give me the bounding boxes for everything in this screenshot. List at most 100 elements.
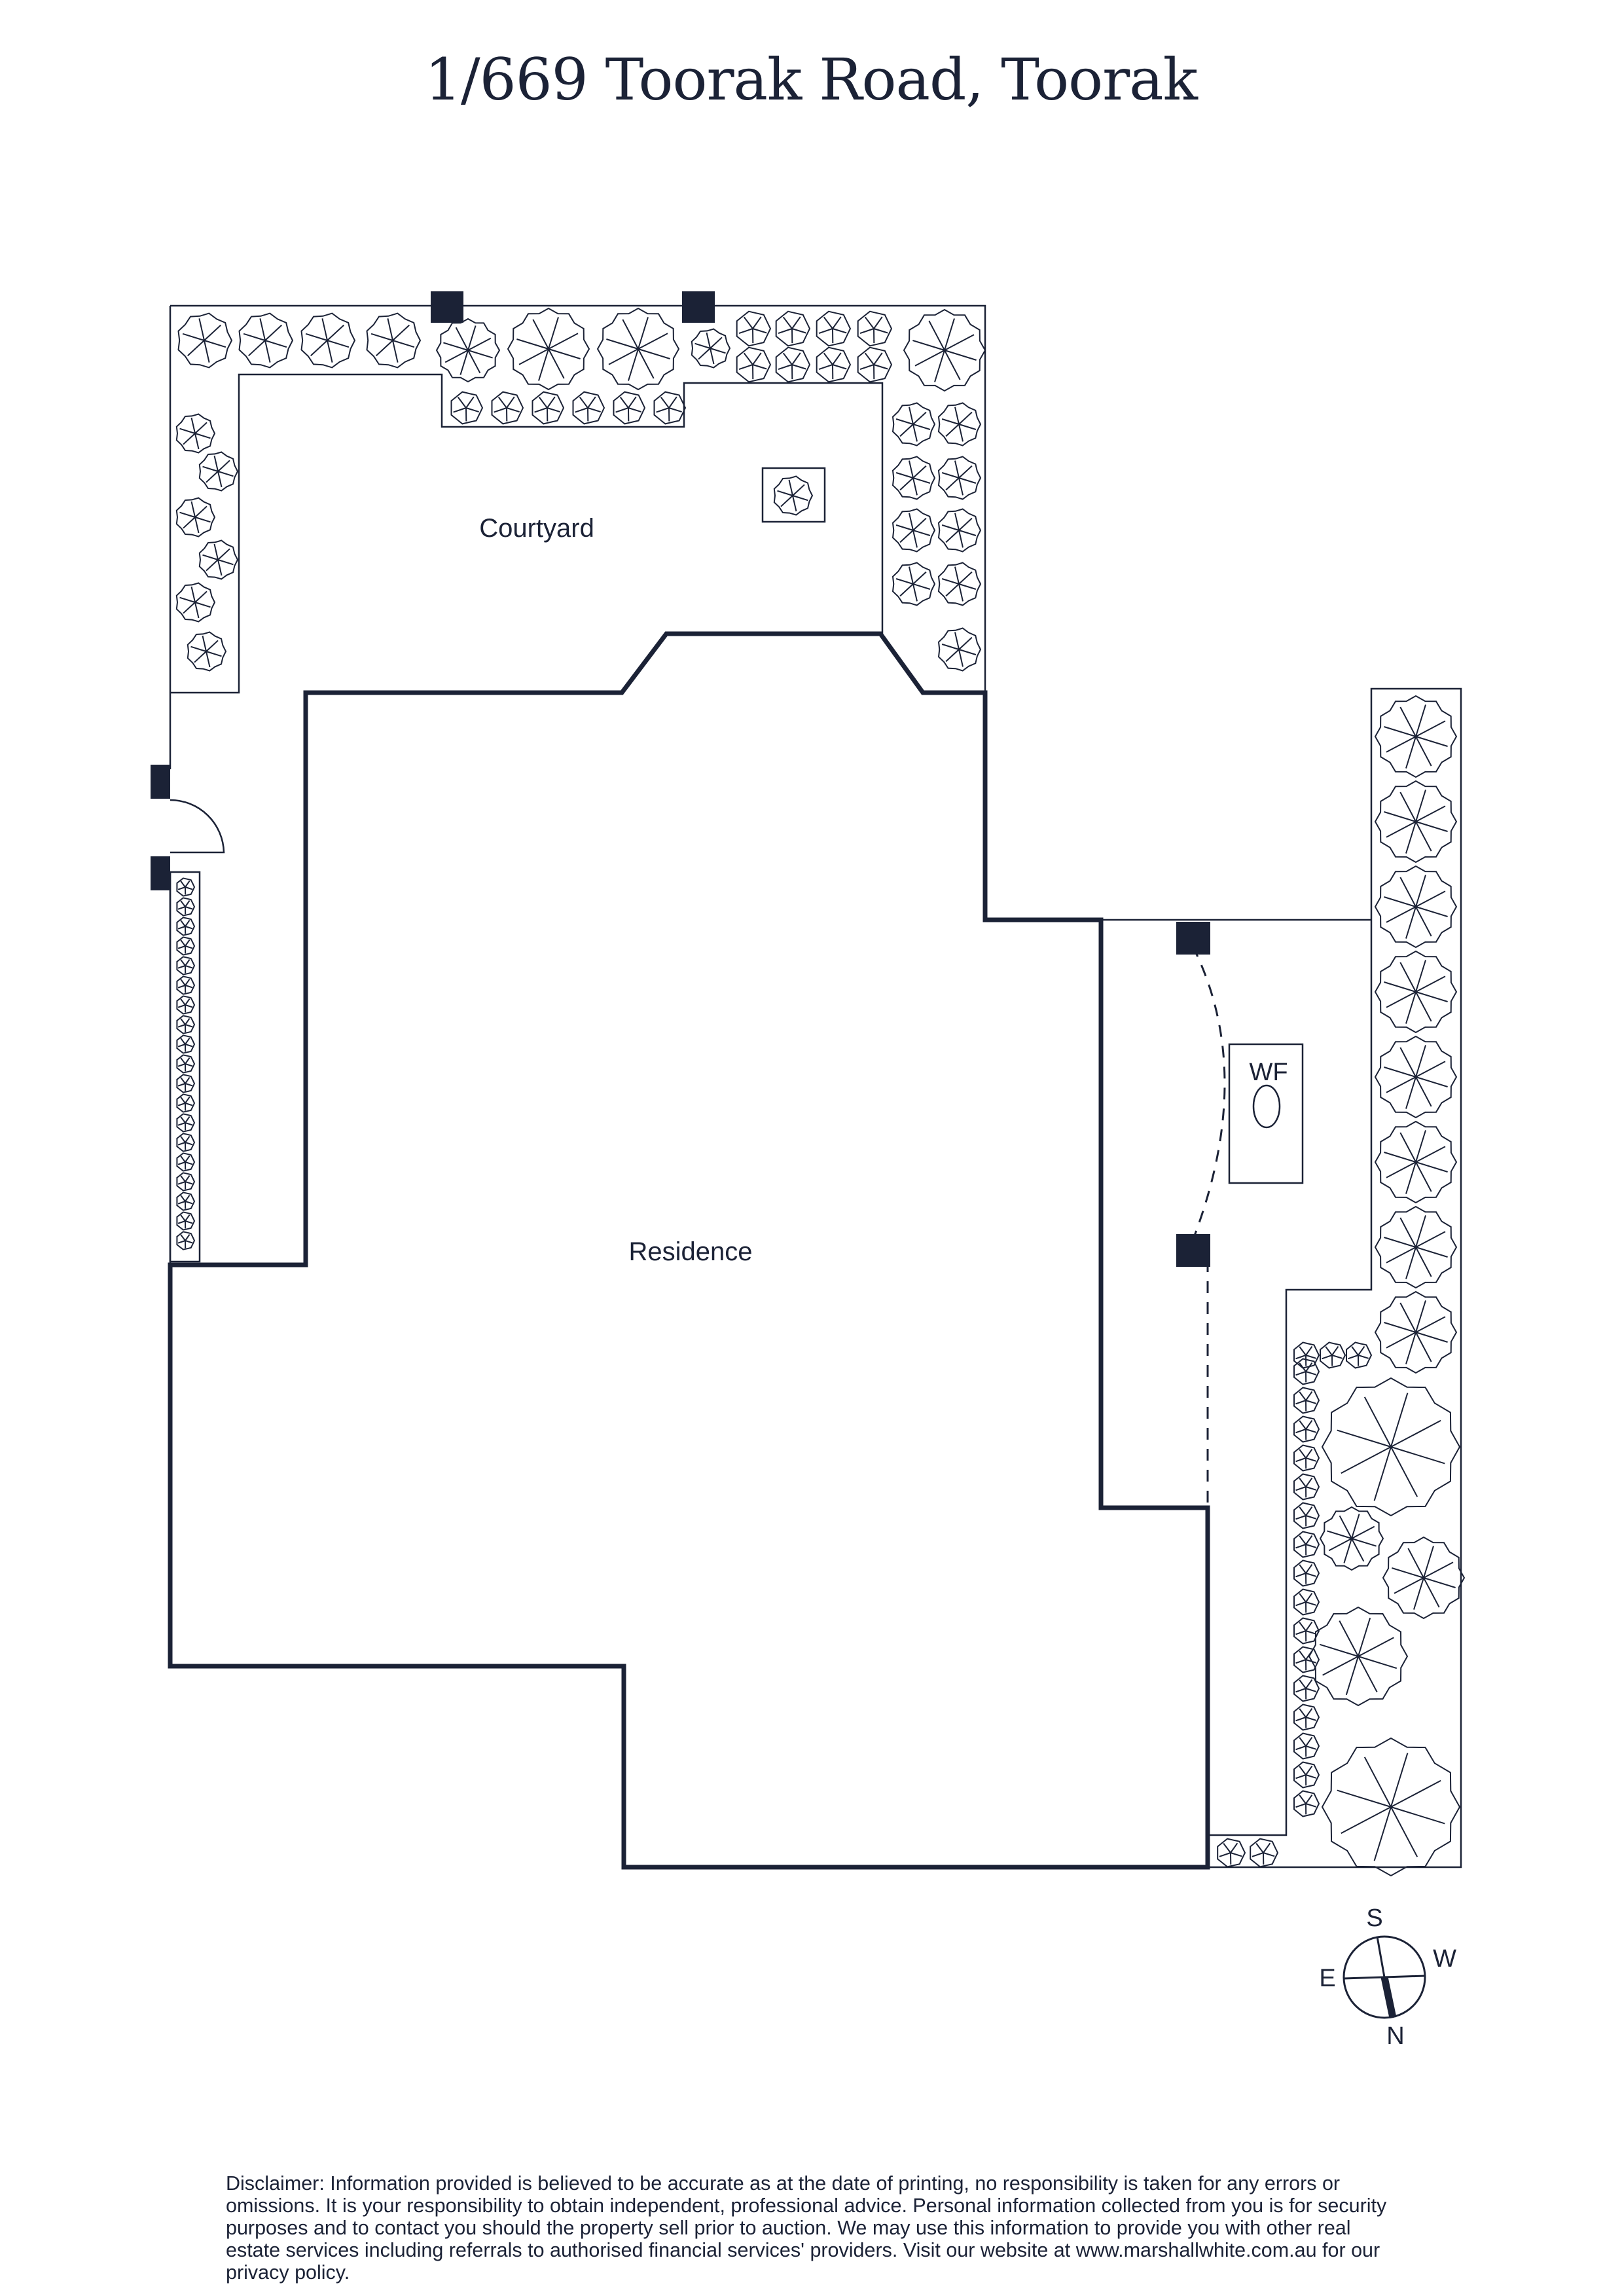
tree-icon (176, 995, 196, 1015)
posts (151, 291, 1210, 1267)
tree-icon (937, 456, 982, 500)
tree-icon (1293, 1358, 1320, 1385)
tree-icon (176, 1152, 196, 1172)
residence-walls (168, 631, 1210, 1870)
tree-icon (572, 391, 605, 425)
tree-icon (1346, 1341, 1373, 1369)
tree-icon (1321, 1377, 1461, 1517)
tree-icon (366, 312, 422, 369)
tree-icon (892, 402, 936, 446)
post (1176, 1234, 1210, 1267)
tree-icon (937, 627, 982, 672)
post (151, 856, 170, 890)
tree-icon (1374, 1290, 1458, 1374)
right-boundary (985, 687, 1462, 1868)
compass-n: N (1386, 2022, 1404, 2050)
tree-icon (176, 1054, 196, 1074)
room-label-residence: Residence (628, 1237, 752, 1266)
floor-plan: Courtyard Residence WF S W E N (151, 291, 1466, 2050)
tree-icon (1293, 1415, 1320, 1443)
tree-icon (1293, 1444, 1320, 1472)
tree-icon (691, 328, 731, 369)
tree-icon (892, 562, 936, 606)
tree-icon (1382, 1536, 1466, 1620)
tree-icon (1374, 1205, 1458, 1289)
tree-icon (1293, 1704, 1320, 1731)
tree-icon (1293, 1341, 1320, 1369)
water-feature-bowl (1252, 1084, 1281, 1129)
tree-icon (176, 1192, 196, 1211)
tree-icon (937, 402, 982, 446)
tree-icon (176, 1133, 196, 1152)
post (1176, 922, 1210, 955)
dashed-openings (1191, 945, 1226, 1506)
tree-icon (175, 413, 216, 454)
disclaimer: Disclaimer: Information provided is beli… (226, 2172, 1387, 2284)
tree-icon (773, 475, 814, 516)
courtyard-planter-edge (170, 373, 884, 694)
tree-icon (613, 391, 646, 425)
tree-icon (1374, 865, 1458, 949)
compass-s: S (1366, 1904, 1382, 1932)
tree-icon (176, 877, 196, 897)
tree-icon (775, 310, 811, 347)
dashed-arc (1191, 945, 1226, 1241)
tree-icon (1374, 695, 1458, 778)
tree-icon (176, 1113, 196, 1133)
tree-icon (176, 917, 196, 936)
tree-icon (1293, 1473, 1320, 1501)
tree-icon (1293, 1559, 1320, 1587)
tree-icon (300, 312, 356, 369)
courtyard-pot (761, 467, 826, 523)
page-title: 1/669 Toorak Road, Toorak (425, 46, 1198, 113)
tree-icon (1293, 1646, 1320, 1673)
tree-icon (176, 1093, 196, 1113)
tree-icon (1250, 1838, 1279, 1868)
room-label-courtyard: Courtyard (479, 514, 594, 543)
tree-icon (238, 312, 294, 369)
tree-icon (857, 310, 893, 347)
tree-icon (1293, 1531, 1320, 1558)
tree-icon (816, 346, 852, 383)
post (151, 765, 170, 799)
tree-icon (1293, 1761, 1320, 1789)
tree-icon (175, 497, 216, 538)
compass-e: E (1319, 1965, 1335, 1992)
tree-icon (1374, 1120, 1458, 1204)
compass-ring (1343, 1935, 1426, 2019)
tree-icon (1293, 1617, 1320, 1645)
site-boundaries (169, 304, 1462, 1868)
tree-icon (653, 391, 687, 425)
tree-icon (177, 312, 233, 369)
tree-icon (1217, 1838, 1246, 1868)
tree-icon (187, 631, 227, 672)
door-swing (170, 799, 225, 854)
tree-icon (1321, 1737, 1461, 1877)
tree-icon (1320, 1341, 1346, 1369)
tree-icon (450, 391, 484, 425)
courtyard-boundary (169, 304, 986, 1265)
tree-icon (532, 391, 565, 425)
post (682, 291, 715, 323)
compass: S W E N (1319, 1904, 1456, 2050)
tree-icon (176, 1074, 196, 1093)
tree-icon (937, 562, 982, 606)
tree-icon (736, 310, 772, 347)
tree-icon (176, 1015, 196, 1034)
tree-icon (435, 318, 501, 383)
compass-w: W (1433, 1945, 1456, 1973)
compass-line-ns (1376, 1936, 1386, 1978)
tree-icon (176, 1231, 196, 1250)
tree-icon (937, 508, 982, 553)
tree-icon (903, 308, 986, 392)
tree-icon (1374, 950, 1458, 1034)
tree-icon (198, 539, 239, 580)
tree-icon (507, 307, 590, 391)
tree-icon (176, 1172, 196, 1192)
tree-icon (857, 346, 893, 383)
right-planter-edge (1206, 920, 1373, 1867)
tree-icon (176, 1034, 196, 1054)
tree-icon (491, 391, 524, 425)
tree-icon (176, 897, 196, 917)
water-feature-box (1228, 1043, 1304, 1184)
